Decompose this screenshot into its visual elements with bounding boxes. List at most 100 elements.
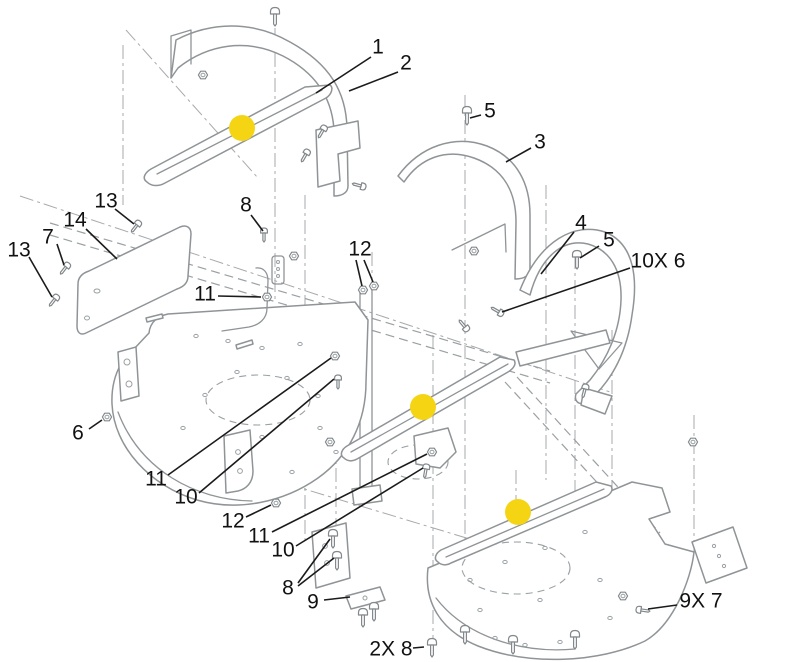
plate-nine	[345, 586, 386, 610]
callout-label: 8	[282, 577, 294, 600]
nut-icon	[197, 70, 209, 80]
nut-icon	[617, 591, 629, 601]
belt-guide-rod	[221, 267, 269, 332]
leader-line	[315, 56, 372, 94]
callout-label: 8	[240, 194, 252, 217]
callout-label: 1	[372, 36, 384, 59]
callout-label: 11	[248, 525, 270, 548]
deck-left-holes	[180, 333, 339, 475]
screw-icon	[456, 317, 472, 334]
baffle-right-tab	[580, 387, 613, 415]
nut-icon	[101, 412, 113, 422]
leader-line	[501, 267, 631, 313]
nut-icon	[324, 437, 336, 447]
baffle-right	[519, 228, 636, 405]
brackets	[145, 120, 611, 610]
leader-line	[56, 243, 65, 266]
leader-line	[198, 378, 335, 494]
callout-label: 6	[72, 422, 84, 445]
callout-label: 2X 8	[369, 638, 412, 661]
bolt-icon	[461, 105, 473, 126]
blade-highlight-dot	[410, 394, 436, 420]
side-plate	[76, 225, 192, 335]
slot-bar	[235, 339, 254, 350]
screw-icon	[297, 147, 313, 165]
bolt-icon	[269, 6, 281, 27]
baffle-middle-scoop	[451, 223, 507, 253]
leader-line	[295, 467, 424, 547]
deck-left-bracket	[117, 346, 140, 402]
callout-label: 10X 6	[631, 250, 686, 273]
callout-label: 2	[400, 52, 412, 75]
callout-label: 11	[145, 468, 167, 491]
bolt-icon	[426, 637, 438, 658]
leader-line	[348, 71, 399, 92]
leader-line	[245, 504, 272, 518]
callout-label: 10	[174, 486, 197, 509]
callout-label: 13	[94, 190, 117, 213]
bolt-icon	[571, 249, 583, 270]
callout-label: 11	[194, 283, 216, 306]
callout-label: 13	[7, 239, 30, 262]
leader-line	[167, 357, 332, 476]
leader-line	[412, 646, 425, 649]
bracket-top-middle	[315, 120, 361, 188]
bracket-nine-mount	[311, 522, 351, 589]
nut-icon	[426, 447, 438, 457]
centerline	[125, 29, 259, 179]
screw-icon	[350, 179, 368, 192]
deck-right-ear	[691, 526, 748, 584]
leader-line	[323, 596, 351, 601]
callout-label: 4	[575, 212, 587, 235]
hole-strip	[271, 255, 285, 285]
nut-icon	[468, 246, 480, 256]
nut-icon	[329, 351, 341, 361]
leader-line	[271, 453, 428, 533]
callout-label: 12	[221, 510, 244, 533]
blade-highlight-dot	[229, 115, 255, 141]
callout-label: 5	[484, 100, 496, 123]
bolt-icon	[368, 601, 380, 622]
highlights-layer	[229, 115, 531, 525]
baffles	[170, 25, 636, 415]
deck-left-body	[111, 301, 369, 506]
deck-left-skirt	[117, 411, 253, 502]
callout-label: 9	[307, 591, 319, 614]
deck-right-body	[426, 481, 695, 661]
callout-label: 14	[63, 209, 87, 232]
slot-bar	[145, 313, 164, 323]
leader-line	[540, 231, 575, 275]
front-rail-edge	[49, 222, 551, 372]
blade-highlight-dot	[505, 499, 531, 525]
leader-line	[250, 214, 264, 232]
deck-shell-right	[426, 481, 748, 661]
leader-line	[114, 208, 135, 225]
nut-icon	[368, 281, 380, 291]
nut-icon	[270, 498, 282, 508]
leader-line	[85, 228, 118, 260]
channel-foot	[351, 484, 383, 506]
cross-bar	[515, 329, 611, 367]
leader-line	[28, 256, 53, 298]
blade-bottom-ridge	[445, 488, 605, 558]
leader-line	[505, 147, 532, 163]
callout-label: 9X 7	[679, 590, 722, 613]
deck-right-holes	[467, 529, 613, 648]
leader-line	[579, 245, 600, 259]
baffle-front-left	[170, 25, 349, 197]
side-plate-body	[76, 225, 192, 335]
deck-shell-left	[111, 301, 369, 506]
bolt-icon	[357, 607, 369, 628]
screw-icon	[46, 292, 62, 309]
spindle-cover	[413, 427, 457, 469]
callout-label: 12	[348, 238, 371, 261]
nut-icon	[357, 285, 369, 295]
deck-right-opening	[461, 541, 571, 595]
callout-label: 10	[271, 539, 294, 562]
nut-icon	[288, 251, 300, 261]
leader-line	[297, 538, 331, 584]
nut-icon	[261, 292, 273, 302]
